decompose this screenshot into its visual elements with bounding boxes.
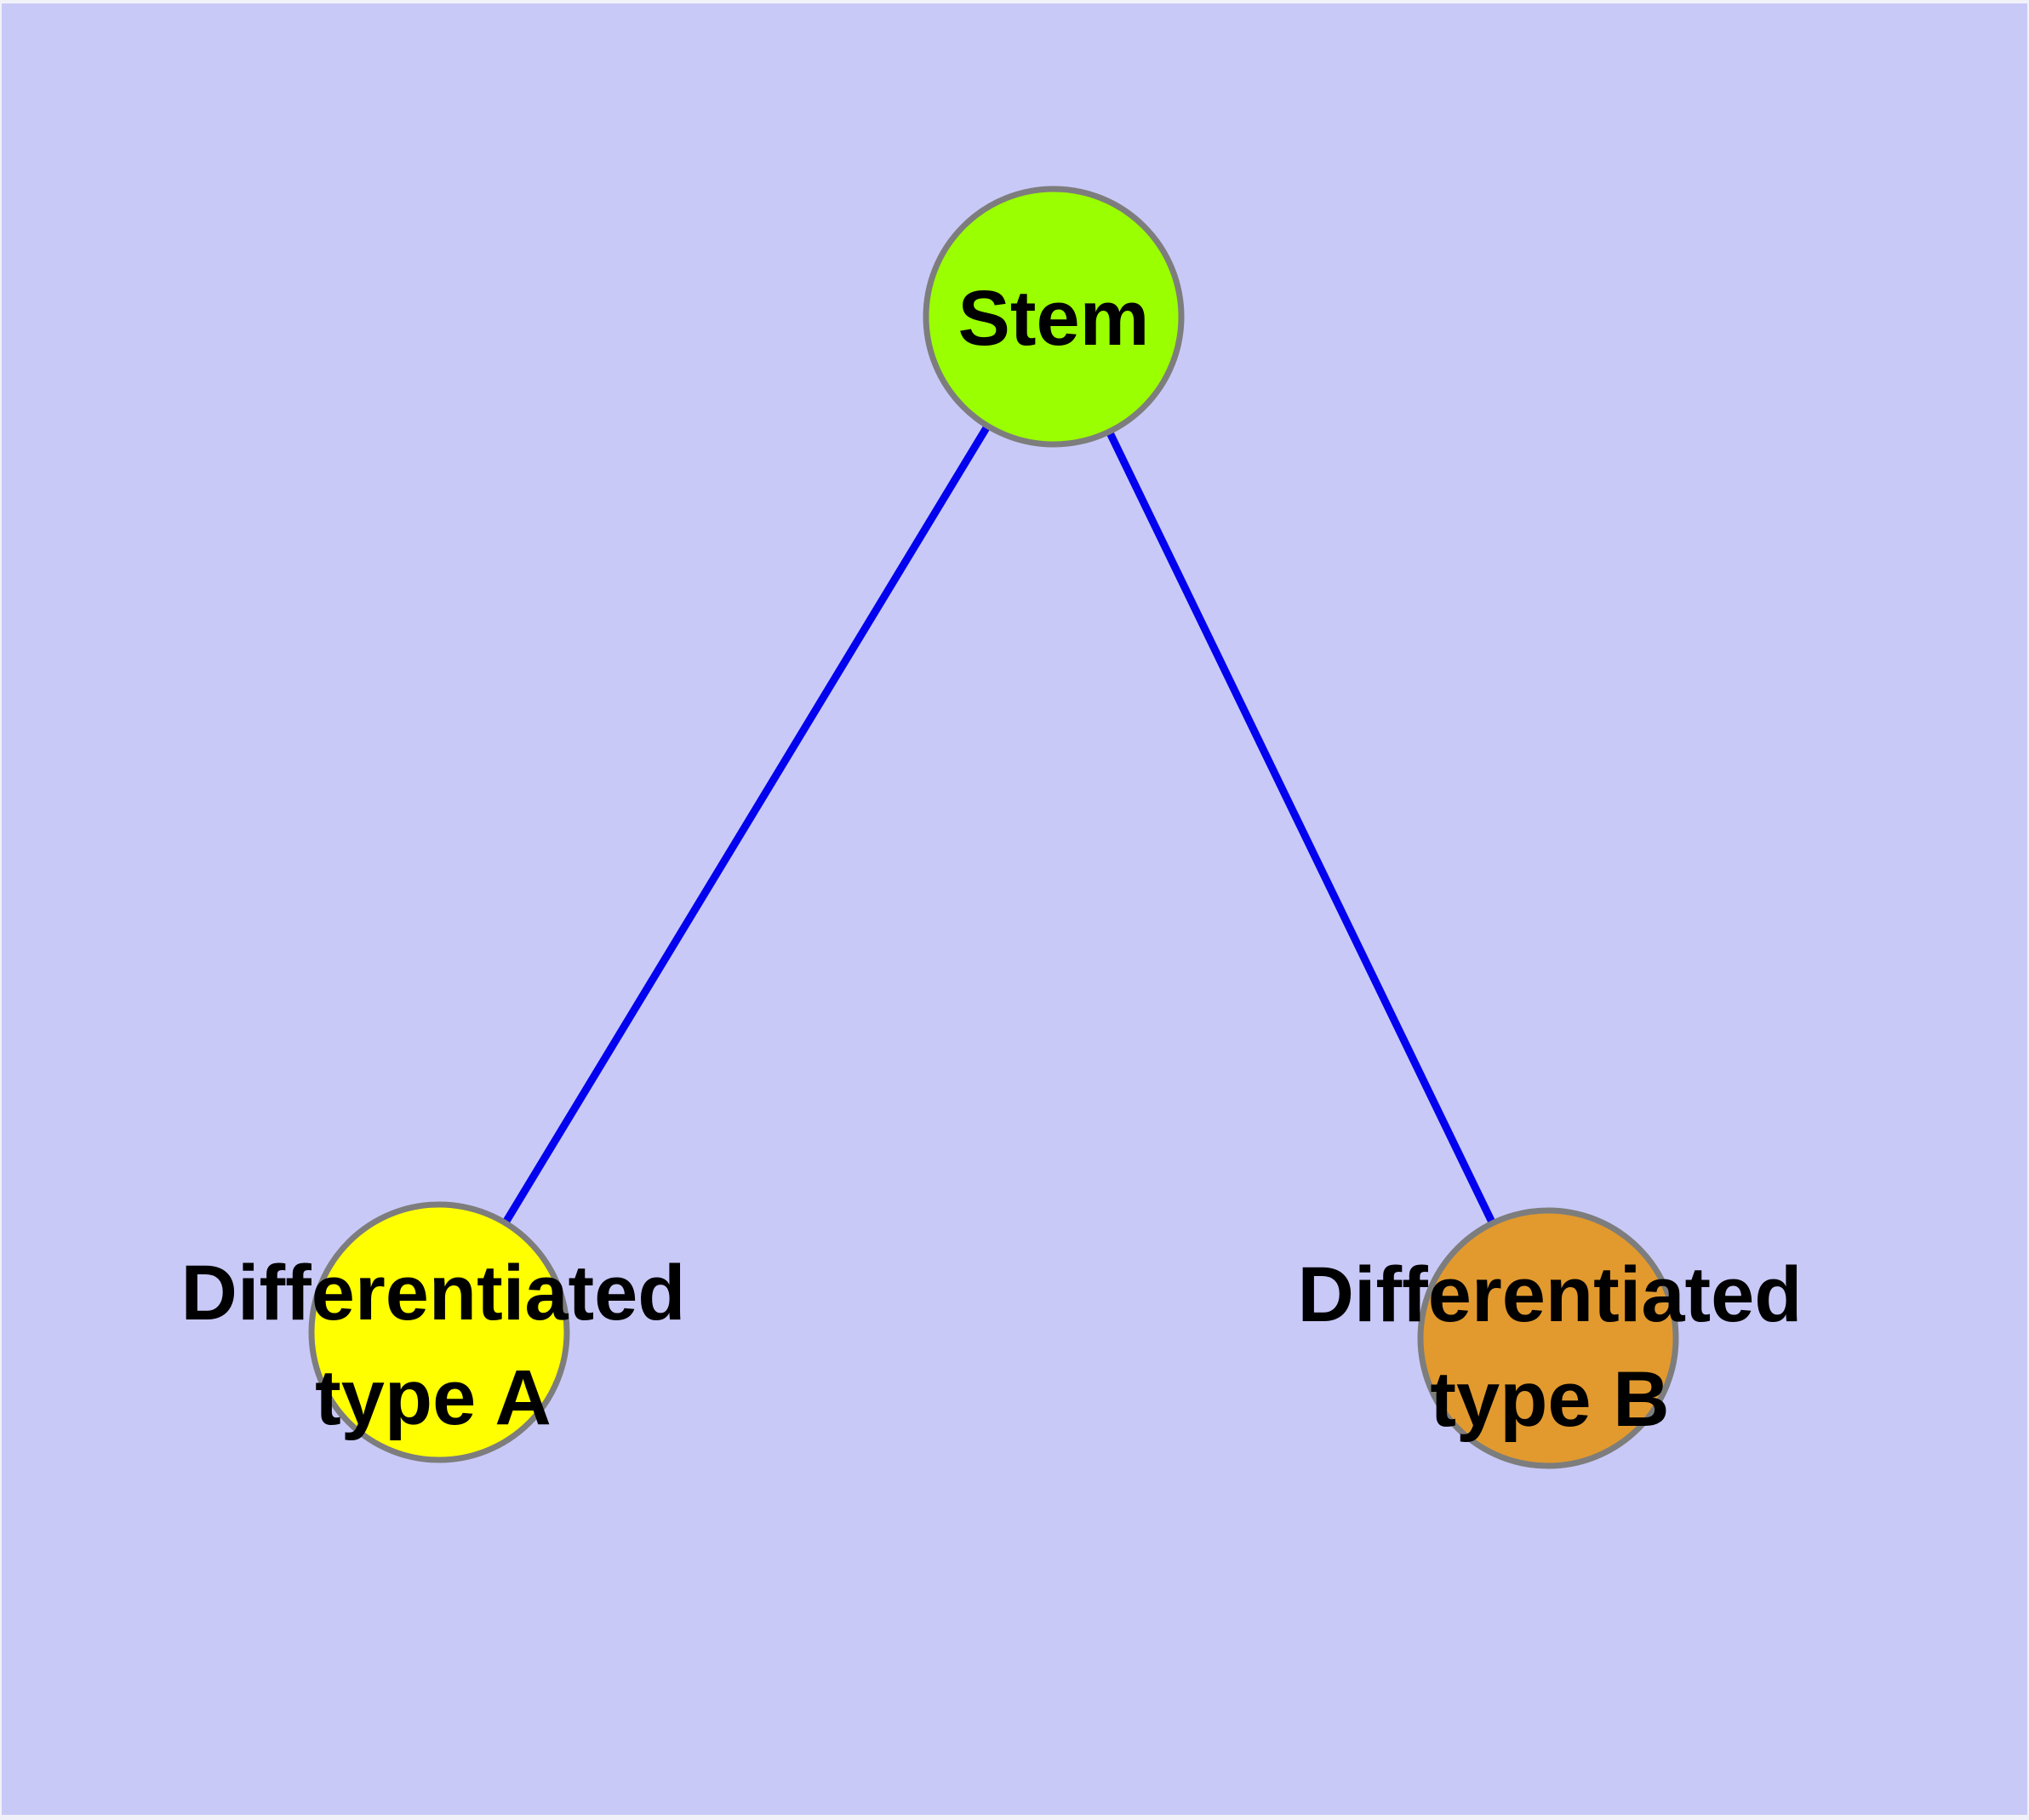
stem-node-label: Stem	[958, 275, 1150, 362]
edge-stem-to-type-a	[436, 314, 1057, 1335]
type-b-node-label-line1: Differentiated	[1298, 1251, 1803, 1338]
type-b-node	[1417, 1207, 1679, 1469]
edge-stem-to-type-b	[1049, 315, 1552, 1340]
type-a-node-label-line1: Differentiated	[181, 1250, 686, 1336]
type-a-node	[308, 1201, 570, 1463]
type-b-node-label-line2: type B	[1430, 1356, 1669, 1443]
type-a-node-label-line2: type A	[315, 1354, 552, 1441]
stem-node	[923, 186, 1185, 448]
